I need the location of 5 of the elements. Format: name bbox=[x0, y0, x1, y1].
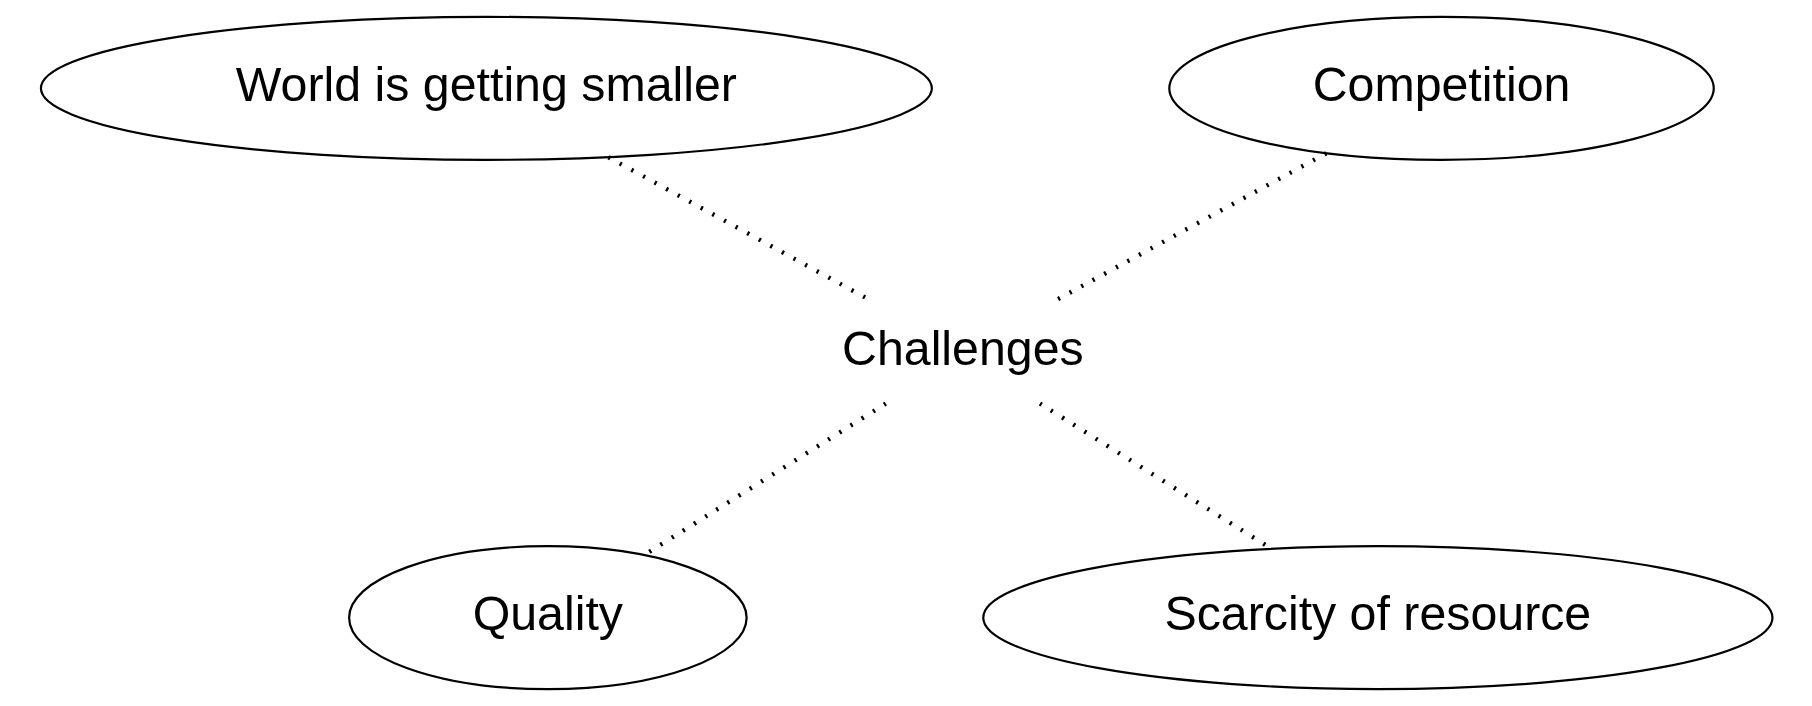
node-ellipse: World is getting smaller bbox=[39, 15, 933, 161]
node-ellipse: Quality bbox=[347, 545, 748, 691]
node-ellipse: Scarcity of resource bbox=[981, 545, 1774, 691]
node-ellipse: Competition bbox=[1167, 15, 1715, 161]
node-text: Challenges bbox=[841, 321, 1084, 376]
